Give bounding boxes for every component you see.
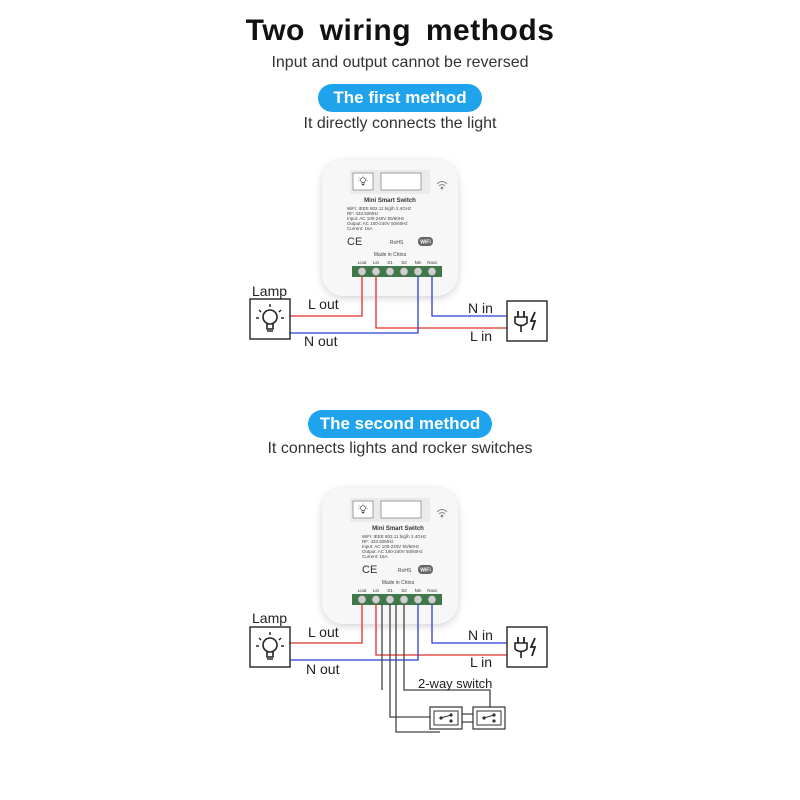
wires-method-1: [290, 276, 507, 334]
n-out-label: N out: [304, 333, 338, 349]
page-title: Two wiring methods: [245, 14, 555, 47]
terminal-label-s2: S2: [401, 260, 407, 265]
terminal-label-nout: Nout: [427, 588, 437, 593]
method-1-diagram: Mini Smart Switch WiFi: IEEE 802.11 b/g/…: [249, 160, 548, 349]
method-2-badge: The second method: [308, 410, 492, 438]
n-in-label: N in: [468, 300, 493, 316]
wifi-badge: [418, 565, 433, 574]
terminal-label-lout: Lout: [358, 260, 368, 265]
terminal-label-nin: Nin: [415, 260, 422, 265]
n-in-label: N in: [468, 627, 493, 643]
ce-mark: CE: [347, 236, 362, 248]
terminal-label-nin: Nin: [415, 588, 422, 593]
rocker-switch-icon: [429, 706, 463, 730]
spec-line: WiFi: IEEE 802.11 b/g/h 2.4GHz: [362, 534, 427, 539]
made-in: Made in China: [374, 252, 406, 258]
method-1-badge: The first method: [318, 84, 482, 112]
spec-line: Current: 16A: [362, 554, 388, 559]
wifi-badge: [418, 237, 433, 246]
spec-line: WiFi: IEEE 802.11 b/g/h 2.4GHz: [347, 206, 412, 211]
spec-line: Input: AC 100-240V 50/60Hz: [362, 544, 420, 549]
terminal-label-lin: Lin: [373, 588, 380, 593]
rohs-mark: RoHS: [390, 240, 404, 246]
device-name: Mini Smart Switch: [372, 526, 424, 532]
wires-method-2: [290, 604, 507, 733]
terminal-label-s2: S2: [401, 588, 407, 593]
spec-line: RF: 433.92MHz: [362, 539, 394, 544]
terminal-label-nout: Nout: [427, 260, 437, 265]
wifi-signal-icon: [436, 509, 448, 518]
lamp-label: Lamp: [252, 610, 287, 626]
lamp-label: Lamp: [252, 283, 287, 299]
l-in-label: L in: [470, 654, 492, 670]
wifi-signal-icon: [436, 181, 448, 190]
method-2-description: It connects lights and rocker switches: [267, 440, 533, 457]
spec-line: Output: AC 100-240V 50/60Hz: [347, 221, 409, 226]
terminal-label-lout: Lout: [358, 588, 368, 593]
spec-line: Output: AC 100-240V 50/60Hz: [362, 549, 424, 554]
spec-line: RF: 433.92MHz: [347, 211, 379, 216]
method-1-description: It directly connects the light: [303, 115, 497, 132]
method-2-diagram: Mini Smart Switch WiFi: IEEE 802.11 b/g/…: [249, 488, 548, 733]
terminal-label-s1: S1: [387, 260, 393, 265]
two-way-switch-label: 2-way switch: [418, 676, 492, 691]
lamp-box: [249, 298, 291, 340]
smart-switch-device: Mini Smart Switch WiFi: IEEE 802.11 b/g/…: [322, 160, 458, 296]
n-out-label: N out: [306, 661, 340, 677]
spec-line: Current: 16A: [347, 226, 373, 231]
device-name: Mini Smart Switch: [364, 198, 416, 204]
l-out-label: L out: [308, 296, 339, 312]
ce-mark: CE: [362, 564, 377, 576]
terminal-label-s1: S1: [387, 588, 393, 593]
rohs-mark: RoHS: [398, 568, 412, 574]
wifi-badge-text: WiFi: [420, 240, 431, 246]
terminal-label-lin: Lin: [373, 260, 380, 265]
rocker-switch-icon: [472, 706, 506, 730]
l-out-label: L out: [308, 624, 339, 640]
wifi-badge-text: WiFi: [420, 568, 431, 574]
l-in-label: L in: [470, 328, 492, 344]
spec-line: Input: AC 100-240V 50/60Hz: [347, 216, 405, 221]
made-in: Made in China: [382, 580, 414, 586]
smart-switch-device: Mini Smart Switch WiFi: IEEE 802.11 b/g/…: [322, 488, 458, 624]
page-subtitle: Input and output cannot be reversed: [271, 54, 529, 71]
